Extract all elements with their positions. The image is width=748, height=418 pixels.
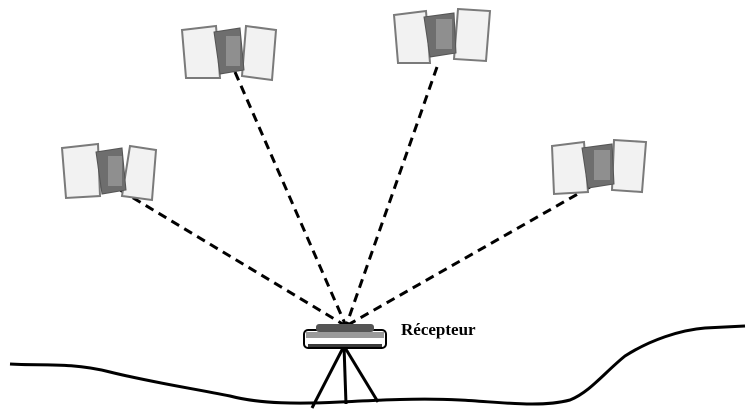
signal-line-4 [345,185,591,328]
satellite-1-icon [60,142,158,202]
satellite-2-icon [180,24,278,82]
tripod-icon [310,345,380,409]
receiver-icon [303,324,387,349]
signal-line-1 [119,188,347,328]
ground-line [9,324,746,406]
satellite-4-icon [550,138,648,196]
signal-lines [119,66,591,328]
satellite-3-icon [392,7,492,64]
receiver-label: Récepteur [401,320,476,339]
signal-line-3 [344,66,439,327]
signal-line-2 [233,71,348,327]
